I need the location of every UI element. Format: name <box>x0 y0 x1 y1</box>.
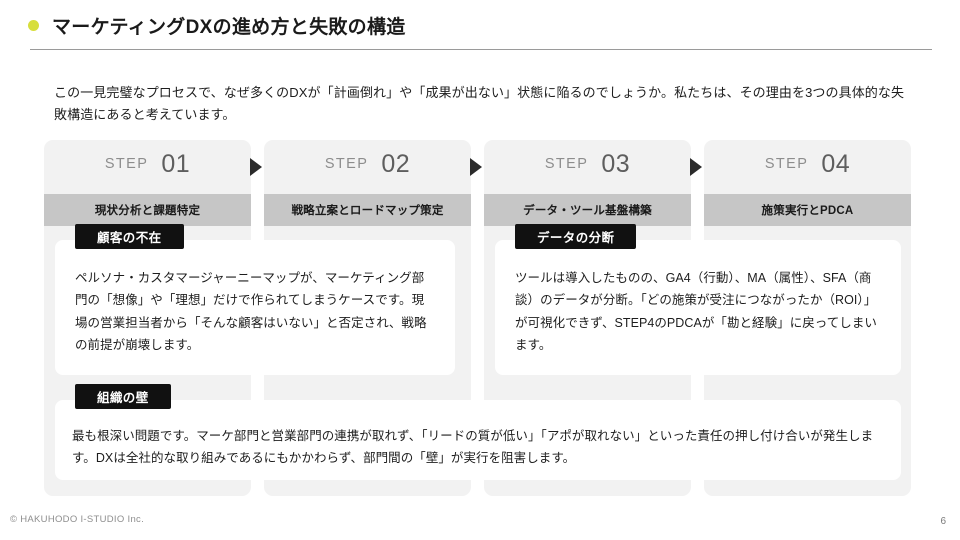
step-word-1: STEP <box>104 156 149 172</box>
footer-page-number: 6 <box>940 516 946 527</box>
header-divider <box>30 49 932 50</box>
step-number-4: 04 <box>821 149 851 178</box>
step-label-3: データ・ツール基盤構築 <box>484 194 691 226</box>
callout-badge-1: 顧客の不在 <box>75 224 184 249</box>
step-header-2: STEP 02 <box>264 140 471 188</box>
arrow-right-icon-2 <box>470 158 482 176</box>
arrow-right-icon-3 <box>690 158 702 176</box>
step-header-4: STEP 04 <box>704 140 911 188</box>
step-word-4: STEP <box>764 156 809 172</box>
step-label-4: 施策実行とPDCA <box>704 194 911 226</box>
step-label-2: 戦略立案とロードマップ策定 <box>264 194 471 226</box>
callout-card-customer-absence: 顧客の不在 ペルソナ・カスタマージャーニーマップが、マーケティング部門の「想像」… <box>55 224 455 375</box>
footer-copyright: © HAKUHODO I-STUDIO Inc. <box>10 514 145 525</box>
callout-badge-2: データの分断 <box>515 224 637 249</box>
callout-body-3: 最も根深い問題です。マーケ部門と営業部門の連携が取れず、「リードの質が低い」「ア… <box>72 429 874 466</box>
callout-card-data-fragmentation: データの分断 ツールは導入したものの、GA4（行動）、MA（属性）、SFA（商談… <box>495 224 901 375</box>
step-header-1: STEP 01 <box>44 140 251 188</box>
step-number-1: 01 <box>161 149 191 178</box>
callout-body-2: ツールは導入したものの、GA4（行動）、MA（属性）、SFA（商談）のデータが分… <box>515 271 877 352</box>
intro-paragraph: この一見完璧なプロセスで、なぜ多くのDXが「計画倒れ」や「成果が出ない」状態に陥… <box>54 85 905 123</box>
callout-card-organizational-wall: 組織の壁 最も根深い問題です。マーケ部門と営業部門の連携が取れず、「リードの質が… <box>55 384 901 480</box>
arrow-right-icon-1 <box>250 158 262 176</box>
step-number-3: 03 <box>601 149 631 178</box>
slide-header: マーケティングDXの進め方と失敗の構造 <box>0 0 960 50</box>
bullet-icon <box>28 19 39 31</box>
step-word-3: STEP <box>544 156 589 172</box>
step-label-1: 現状分析と課題特定 <box>44 194 251 226</box>
callout-badge-3: 組織の壁 <box>75 384 171 409</box>
step-word-2: STEP <box>324 156 369 172</box>
step-number-2: 02 <box>381 149 411 178</box>
callout-body-1: ペルソナ・カスタマージャーニーマップが、マーケティング部門の「想像」や「理想」だ… <box>75 271 427 352</box>
step-header-3: STEP 03 <box>484 140 691 188</box>
page-title: マーケティングDXの進め方と失敗の構造 <box>52 16 406 38</box>
steps-board: STEP 01 現状分析と課題特定 STEP 02 戦略立案とロードマップ策定 … <box>44 140 912 496</box>
